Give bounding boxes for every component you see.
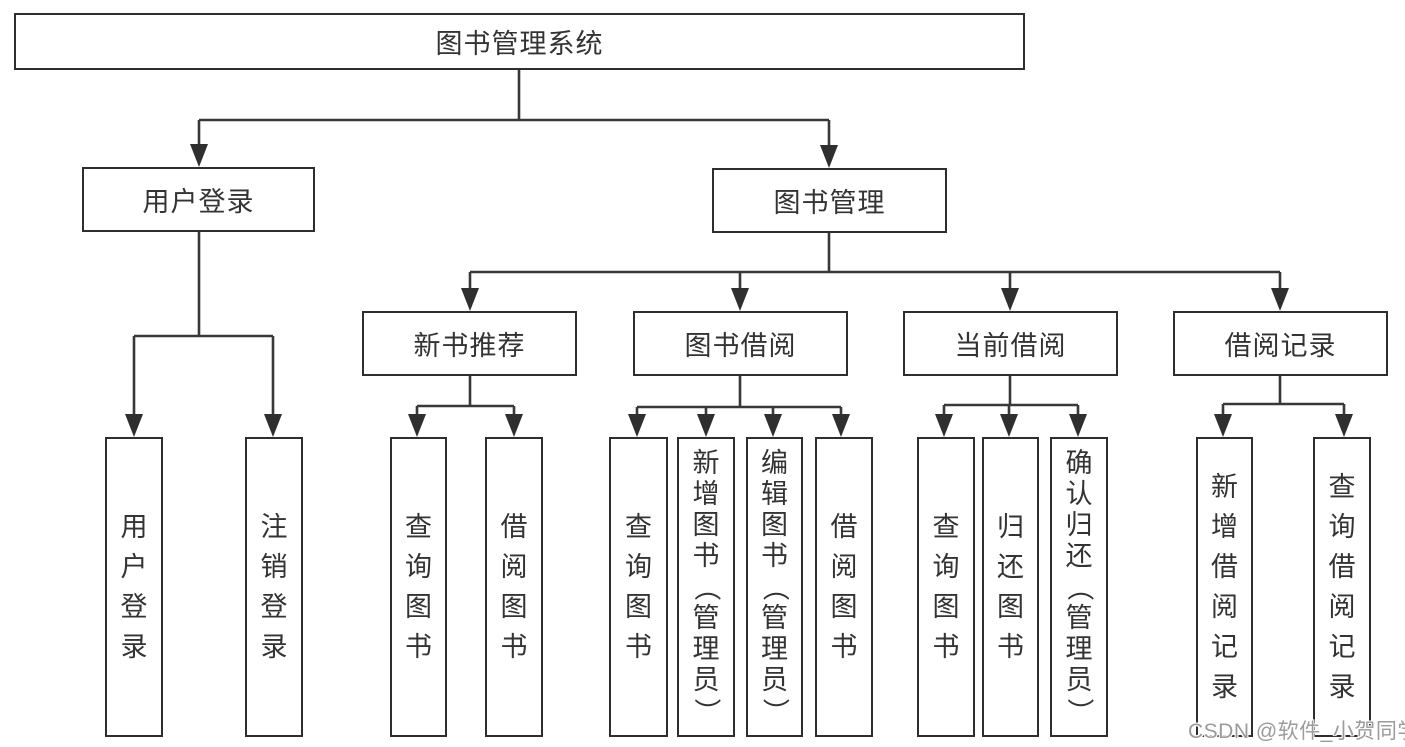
node-book-mgmt-branch-label: 图书管理 [773,188,886,218]
node-new-books: 新书推荐 [362,311,577,376]
leaf-newbooks-query: 查询图书 [390,437,447,737]
leaf-user-login: 用户登录 [105,437,163,737]
leaf-newbooks-borrow: 借阅图书 [485,437,543,737]
leaf-records-add: 新增借阅记录 [1196,437,1253,737]
leaf-currentborrow-confirm-label: 确认归还（管理员） [1064,447,1095,725]
csdn-watermark: CSDN @软件_小贺同学 [1188,720,1405,743]
node-book-borrow-label: 图书借阅 [684,331,797,361]
leaf-newbooks-borrow-label: 借阅图书 [500,511,528,662]
leaf-newbooks-query-label: 查询图书 [405,511,432,662]
leaf-currentborrow-query: 查询图书 [917,437,975,737]
node-borrow-records-label: 借阅记录 [1224,331,1337,361]
node-user-login-branch-label: 用户登录 [142,187,255,217]
leaf-bookborrow-add: 新增图书（管理员） [677,437,735,737]
leaf-records-query: 查询借阅记录 [1313,437,1371,737]
node-root-label: 图书管理系统 [435,29,604,59]
leaf-bookborrow-borrow: 借阅图书 [815,437,873,737]
leaf-currentborrow-query-label: 查询图书 [932,511,960,662]
leaf-logout: 注销登录 [245,437,303,737]
leaf-currentborrow-return-label: 归还图书 [997,511,1024,662]
leaf-currentborrow-confirm: 确认归还（管理员） [1050,437,1108,737]
leaf-records-query-label: 查询借阅记录 [1328,471,1356,702]
leaf-bookborrow-query-label: 查询图书 [625,511,652,662]
node-new-books-label: 新书推荐 [413,331,526,361]
leaf-bookborrow-edit: 编辑图书（管理员） [746,437,803,737]
leaf-bookborrow-query: 查询图书 [609,437,668,737]
node-book-mgmt-branch: 图书管理 [712,168,947,233]
node-borrow-records: 借阅记录 [1173,311,1388,376]
leaf-logout-label: 注销登录 [260,511,288,662]
node-current-borrow-label: 当前借阅 [954,331,1067,361]
node-root: 图书管理系统 [14,13,1025,70]
node-book-borrow: 图书借阅 [633,311,848,376]
leaf-records-add-label: 新增借阅记录 [1211,471,1238,702]
leaf-bookborrow-add-label: 新增图书（管理员） [691,447,722,725]
leaf-user-login-label: 用户登录 [120,511,148,662]
node-user-login-branch: 用户登录 [82,167,315,232]
leaf-currentborrow-return: 归还图书 [982,437,1039,737]
leaf-bookborrow-edit-label: 编辑图书（管理员） [760,447,790,725]
node-current-borrow: 当前借阅 [903,311,1118,376]
leaf-bookborrow-borrow-label: 借阅图书 [830,511,858,662]
